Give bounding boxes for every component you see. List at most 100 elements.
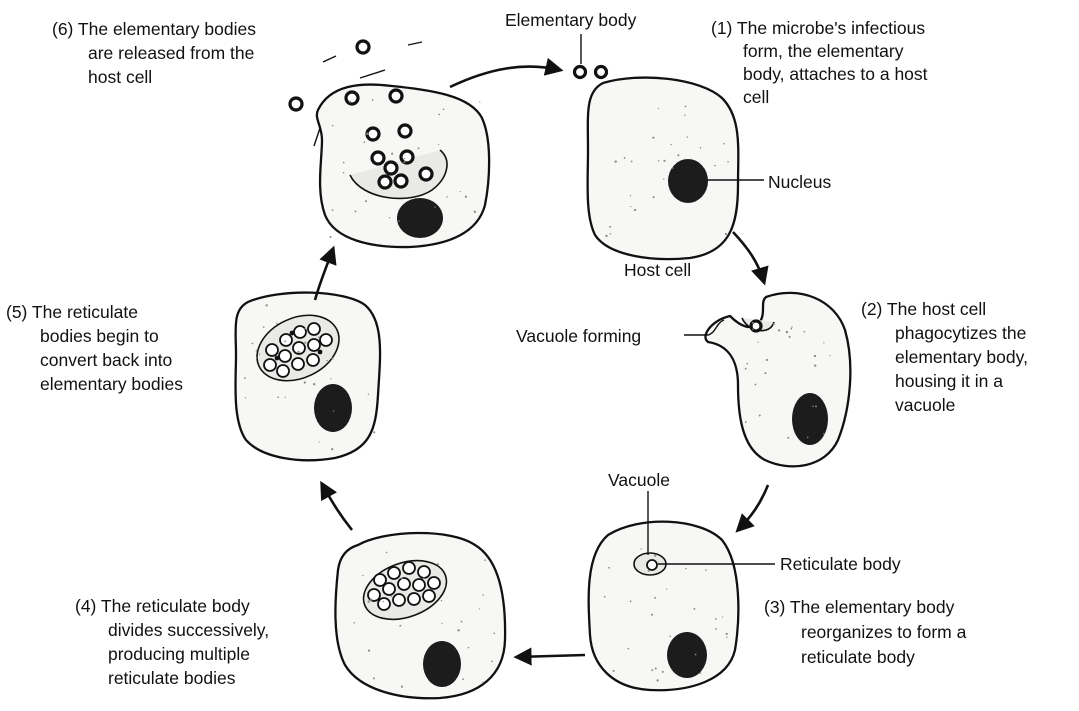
host-cell-2 bbox=[705, 293, 850, 467]
stipple-dot bbox=[349, 101, 351, 103]
label-vacuole: Vacuole bbox=[608, 470, 670, 490]
stipple-dot bbox=[752, 328, 753, 329]
stipple-dot bbox=[462, 678, 464, 680]
stipple-dot bbox=[343, 172, 344, 173]
stipple-dot bbox=[726, 633, 728, 635]
stipple-dot bbox=[812, 406, 814, 408]
svg-text:divides successively,: divides successively, bbox=[108, 620, 269, 640]
stipple-dot bbox=[715, 618, 717, 620]
stipple-dot bbox=[685, 106, 687, 108]
host-cell-6 bbox=[290, 41, 489, 247]
stipple-dot bbox=[370, 599, 372, 601]
stipple-dot bbox=[493, 633, 495, 635]
stipple-dot bbox=[727, 161, 728, 162]
stipple-dot bbox=[654, 597, 656, 599]
stipple-dot bbox=[304, 342, 306, 344]
label-elementary-body: Elementary body bbox=[505, 10, 637, 30]
stipple-dot bbox=[330, 378, 331, 379]
svg-text:cell: cell bbox=[743, 87, 769, 107]
stipple-dot bbox=[355, 210, 357, 212]
stipple-dot bbox=[773, 323, 775, 325]
stipple-dot bbox=[693, 608, 695, 610]
svg-text:(5) The reticulate: (5) The reticulate bbox=[6, 302, 138, 322]
svg-text:form, the elementary: form, the elementary bbox=[743, 41, 904, 61]
host-cell-5 bbox=[235, 293, 380, 461]
stipple-dot bbox=[332, 125, 334, 127]
stipple-dot bbox=[655, 667, 657, 669]
stipple-dot bbox=[823, 433, 824, 434]
stipple-dot bbox=[634, 209, 636, 211]
stipple-dot bbox=[615, 160, 617, 162]
svg-text:host cell: host cell bbox=[88, 67, 152, 87]
label-reticulate-body: Reticulate body bbox=[780, 554, 901, 574]
svg-text:convert back into: convert back into bbox=[40, 350, 172, 370]
stipple-dot bbox=[803, 331, 805, 333]
stipple-dot bbox=[404, 161, 406, 163]
stipple-dot bbox=[759, 414, 761, 416]
stipple-dot bbox=[368, 601, 370, 603]
stipple-dot bbox=[677, 154, 679, 156]
step-1-caption: (1) The microbe's infectious form, the e… bbox=[711, 18, 928, 107]
stipple-dot bbox=[714, 165, 715, 166]
stipple-dot bbox=[663, 178, 664, 179]
stipple-dot bbox=[725, 233, 727, 235]
svg-text:phagocytizes the: phagocytizes the bbox=[895, 323, 1026, 343]
stipple-dot bbox=[256, 350, 258, 352]
stipple-dot bbox=[684, 115, 685, 116]
stipple-dot bbox=[630, 600, 632, 602]
svg-text:reticulate body: reticulate body bbox=[801, 647, 915, 667]
stipple-dot bbox=[465, 196, 467, 198]
stipple-dot bbox=[715, 628, 717, 630]
host-cell-1 bbox=[575, 67, 739, 260]
stipple-dot bbox=[343, 162, 345, 164]
stipple-dot bbox=[829, 355, 830, 356]
stipple-dot bbox=[624, 157, 626, 159]
stipple-dot bbox=[699, 672, 701, 674]
stipple-dot bbox=[814, 355, 816, 357]
stipple-dot bbox=[460, 191, 461, 192]
stipple-dot bbox=[423, 577, 425, 579]
stipple-dot bbox=[363, 141, 365, 143]
arrow-2-to-3 bbox=[738, 485, 768, 530]
step-3-caption: (3) The elementary body reorganizes to f… bbox=[764, 597, 967, 667]
stipple-dot bbox=[331, 448, 333, 450]
stipple-dot bbox=[438, 144, 439, 145]
stipple-dot bbox=[474, 211, 476, 213]
stipple-dot bbox=[443, 108, 445, 110]
nucleus-6 bbox=[397, 198, 443, 238]
stipple-dot bbox=[398, 221, 399, 222]
label-vacuole-forming: Vacuole forming bbox=[516, 326, 641, 346]
stipple-dot bbox=[787, 437, 789, 439]
stipple-dot bbox=[791, 326, 793, 328]
reticulate-body-3 bbox=[647, 560, 657, 570]
stipple-dot bbox=[404, 158, 405, 159]
stipple-dot bbox=[441, 600, 442, 601]
svg-text:bodies begin to: bodies begin to bbox=[40, 326, 159, 346]
stipple-dot bbox=[823, 342, 824, 343]
stipple-dot bbox=[365, 200, 367, 202]
host-cell-4 bbox=[335, 533, 505, 698]
step-5-caption: (5) The reticulate bodies begin to conve… bbox=[6, 302, 183, 394]
stipple-dot bbox=[318, 336, 320, 338]
stipple-dot bbox=[746, 363, 748, 365]
stipple-dot bbox=[304, 381, 306, 383]
stipple-dot bbox=[418, 147, 420, 149]
stipple-dot bbox=[298, 351, 300, 353]
stipple-dot bbox=[723, 143, 725, 145]
stipple-dot bbox=[401, 578, 403, 580]
stipple-dot bbox=[441, 623, 442, 624]
stipple-dot bbox=[434, 207, 435, 208]
stipple-dot bbox=[722, 616, 723, 617]
arrow-6-to-1 bbox=[450, 67, 560, 87]
svg-text:body, attaches to a host: body, attaches to a host bbox=[743, 64, 928, 84]
stipple-dot bbox=[373, 677, 375, 679]
stipple-dot bbox=[304, 328, 306, 330]
stipple-dot bbox=[648, 570, 650, 572]
stipple-dot bbox=[318, 441, 319, 442]
stipple-dot bbox=[658, 108, 659, 109]
label-host-cell: Host cell bbox=[624, 260, 691, 280]
svg-text:vacuole: vacuole bbox=[895, 395, 955, 415]
stipple-dot bbox=[313, 383, 315, 385]
stipple-dot bbox=[757, 342, 758, 343]
stipple-dot bbox=[399, 625, 401, 627]
